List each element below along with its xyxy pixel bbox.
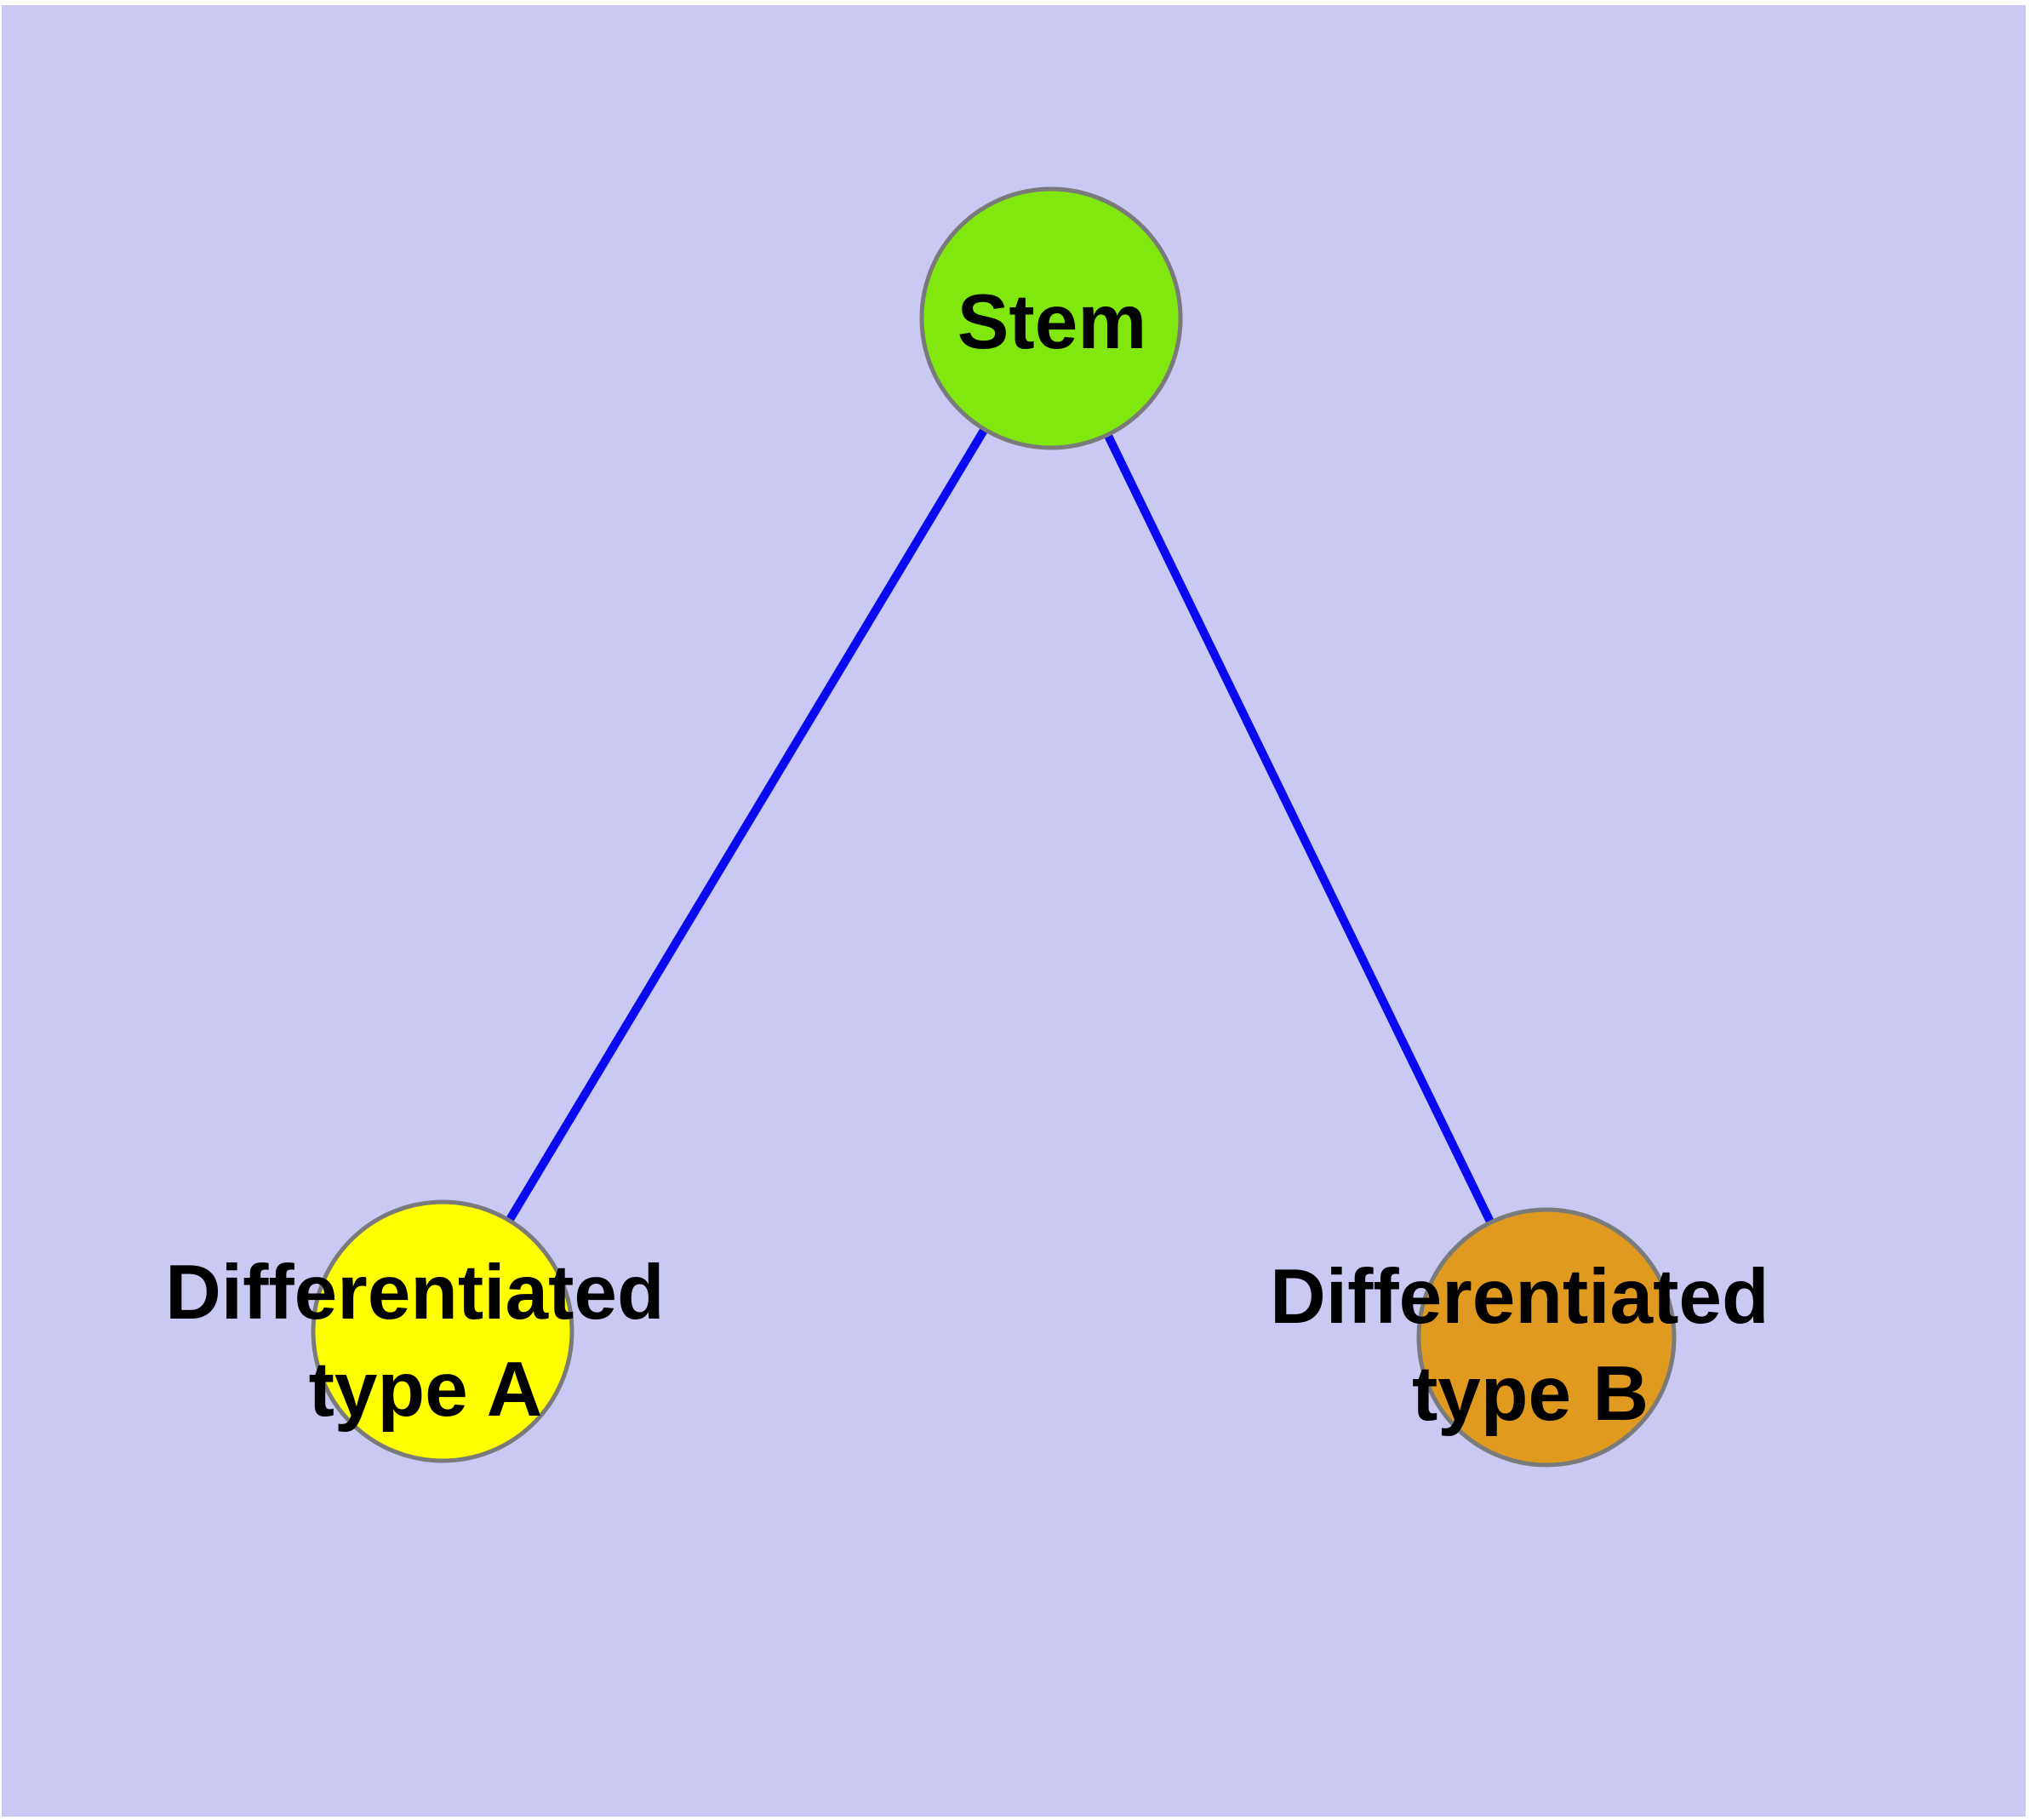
node-stem-label-line1: Stem [957, 279, 1147, 365]
node-b-label-line1: Differentiated [1270, 1254, 1769, 1340]
node-stem-label: Stem [957, 279, 1147, 365]
node-a-label-line1: Differentiated [165, 1250, 665, 1336]
node-differentiated-type-b-label: Differentiated type B [1270, 1254, 1791, 1437]
node-b-label-line2: type B [1412, 1351, 1649, 1437]
node-differentiated-type-a-label: Differentiated type A [165, 1250, 686, 1433]
edge-stem-to-type-a [438, 316, 1055, 1334]
node-differentiated-type-a [311, 1199, 574, 1463]
node-differentiated-type-b [1416, 1207, 1677, 1468]
node-stem [919, 186, 1183, 450]
edge-stem-to-type-b [1047, 316, 1551, 1340]
node-a-label-line2: type A [309, 1347, 543, 1433]
